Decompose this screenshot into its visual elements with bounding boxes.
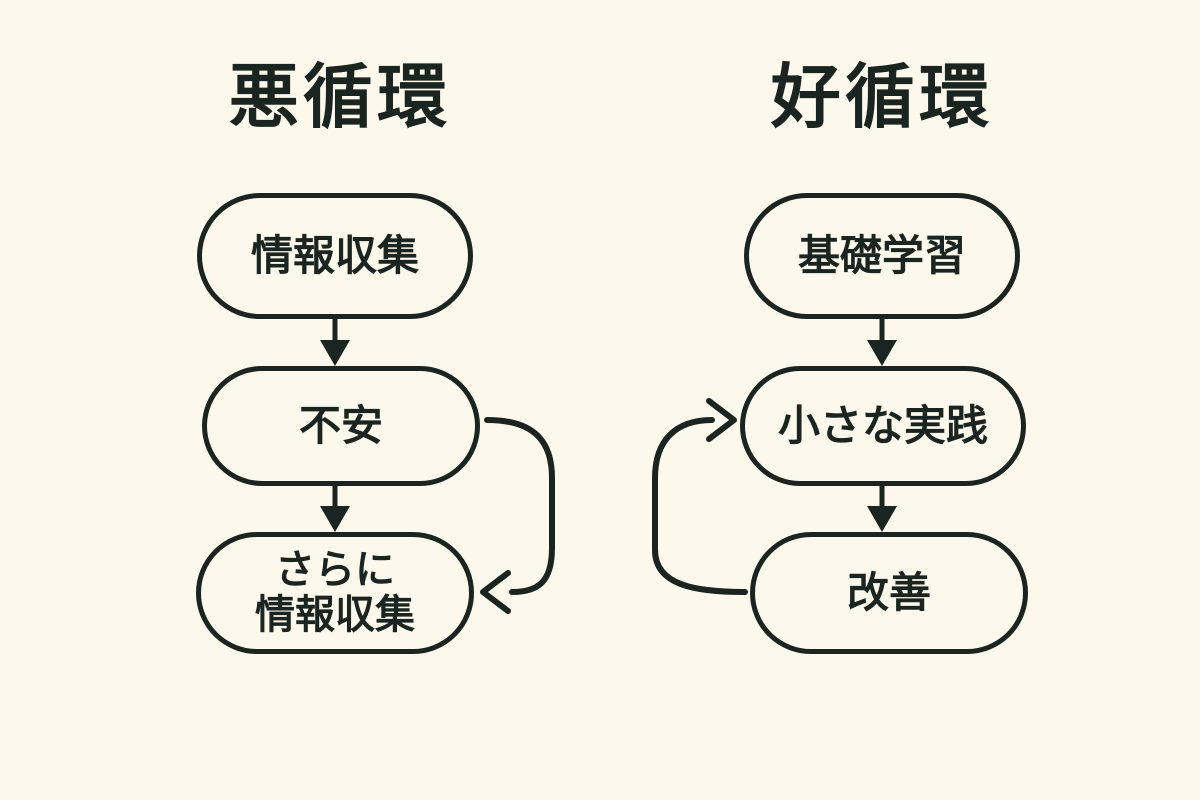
node-fuan[interactable]: 不安	[202, 366, 480, 486]
arrow-g1-to-g2	[867, 319, 897, 366]
arrow-g2-to-g3	[867, 486, 897, 532]
arrow-feedback-loop-virtuous	[652, 398, 748, 595]
node-kiso-gakushu[interactable]: 基礎学習	[744, 193, 1020, 319]
node-sarani-joho-shushu[interactable]: さらに 情報収集	[196, 532, 474, 654]
arrow-v1-to-v2	[320, 319, 350, 366]
node-kaizen[interactable]: 改善	[750, 532, 1028, 654]
node-joho-shushu[interactable]: 情報収集	[197, 193, 473, 319]
node-chiisana-jissen[interactable]: 小さな実践	[740, 366, 1026, 486]
arrow-feedback-loop-vicious	[480, 417, 555, 614]
arrow-v2-to-v3	[320, 486, 350, 532]
column-title-vicious: 悪循環	[228, 56, 452, 138]
column-title-virtuous: 好循環	[770, 56, 994, 138]
